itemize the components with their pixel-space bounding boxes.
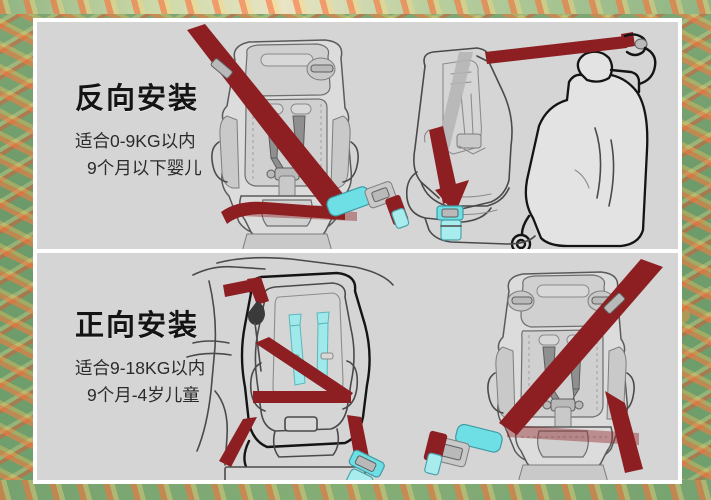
instruction-card: 反向安装 适合0-9KG以内 9个月以下婴儿 [33, 18, 682, 484]
forward-facing-text-block: 正向安装 适合9-18KG以内 9个月-4岁儿童 [75, 310, 206, 409]
rear-facing-text-block: 反向安装 适合0-9KG以内 9个月以下婴儿 [75, 83, 202, 182]
forward-facing-line-1: 适合9-18KG以内 [75, 357, 206, 378]
frame-bottom-border [0, 480, 711, 500]
forward-facing-title: 正向安装 [75, 310, 200, 342]
panel-stack: 反向安装 适合0-9KG以内 9个月以下婴儿 [37, 22, 678, 480]
frame-top-border [0, 0, 711, 14]
rear-facing-line-2: 9个月以下婴儿 [87, 158, 202, 179]
illustration-car-interior-forward-facing-seat [186, 253, 457, 480]
illustration-side-view-rear-facing-seat [399, 30, 678, 249]
rear-facing-title: 反向安装 [75, 83, 200, 115]
illustration-front-view-rear-facing-seat [175, 24, 410, 249]
illustration-front-view-forward-facing-seat [423, 257, 678, 480]
rear-facing-line-1: 适合0-9KG以内 [75, 130, 196, 151]
panel-forward-facing: 正向安装 适合9-18KG以内 9个月-4岁儿童 [37, 253, 678, 480]
forward-facing-line-2: 9个月-4岁儿童 [87, 385, 200, 406]
panel-rear-facing: 反向安装 适合0-9KG以内 9个月以下婴儿 [37, 22, 678, 249]
